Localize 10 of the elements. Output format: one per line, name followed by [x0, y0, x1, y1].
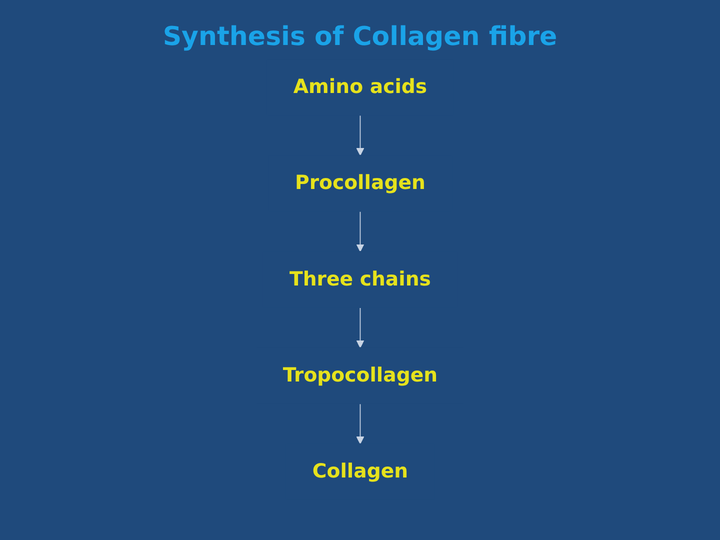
node-text: Amino acids: [293, 76, 427, 98]
diagram-title: Synthesis of Collagen fibre: [162, 22, 558, 52]
node-text: Collagen: [312, 460, 408, 483]
node-text: Tropocollagen: [282, 364, 438, 387]
arrow: [356, 307, 364, 348]
arrow: [356, 114, 364, 156]
arrow: [356, 210, 364, 252]
node-text: Three chains: [289, 268, 431, 291]
arrow: [356, 403, 364, 444]
node-text: Procollagen: [294, 172, 426, 194]
